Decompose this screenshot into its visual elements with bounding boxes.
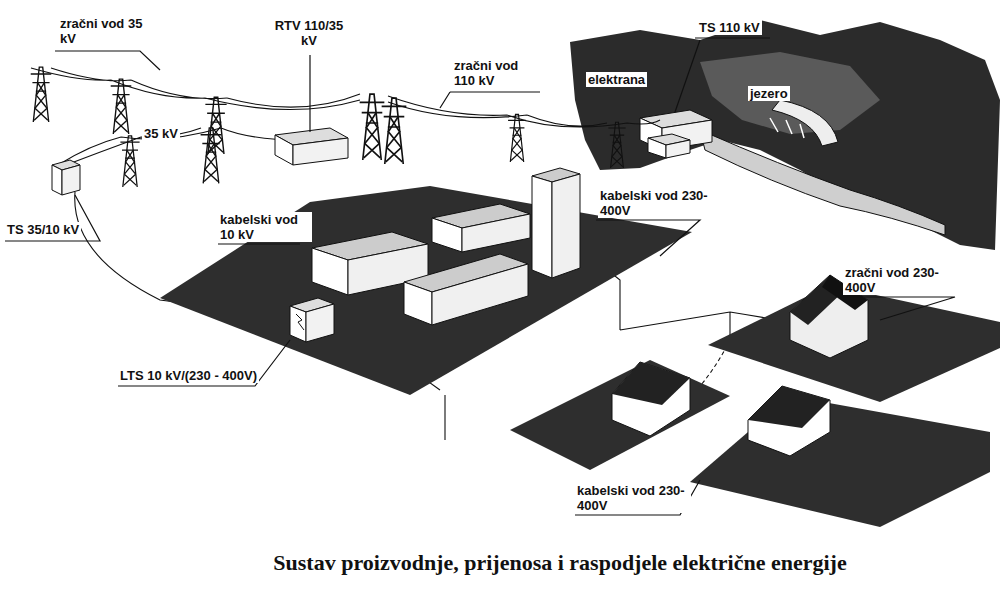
substation-label: TS 110 kV xyxy=(697,20,762,35)
cable-label: kabelski vod 10 kV xyxy=(218,212,312,242)
cable-label: kabelski vod 230-400V xyxy=(598,188,714,218)
plant-label: elektrana xyxy=(586,72,647,87)
voltage-label: 35 kV xyxy=(142,126,180,141)
cable-label: kabelski vod 230-400V xyxy=(575,483,691,513)
lake-label: jezero xyxy=(748,86,790,101)
line-label: zračni vod 35 kV xyxy=(58,16,146,46)
substation-label: RTV 110/35 kV xyxy=(272,18,346,48)
line-label: zračni vod 230-400V xyxy=(843,265,959,295)
line-label: zračni vod 110 kV xyxy=(452,58,540,88)
substation-label: TS 35/10 kV xyxy=(5,222,81,237)
caption: Sustav proizvodnje, prijenosa i raspodje… xyxy=(273,550,846,576)
substation-label: LTS 10 kV/(230 - 400V) xyxy=(118,368,259,383)
